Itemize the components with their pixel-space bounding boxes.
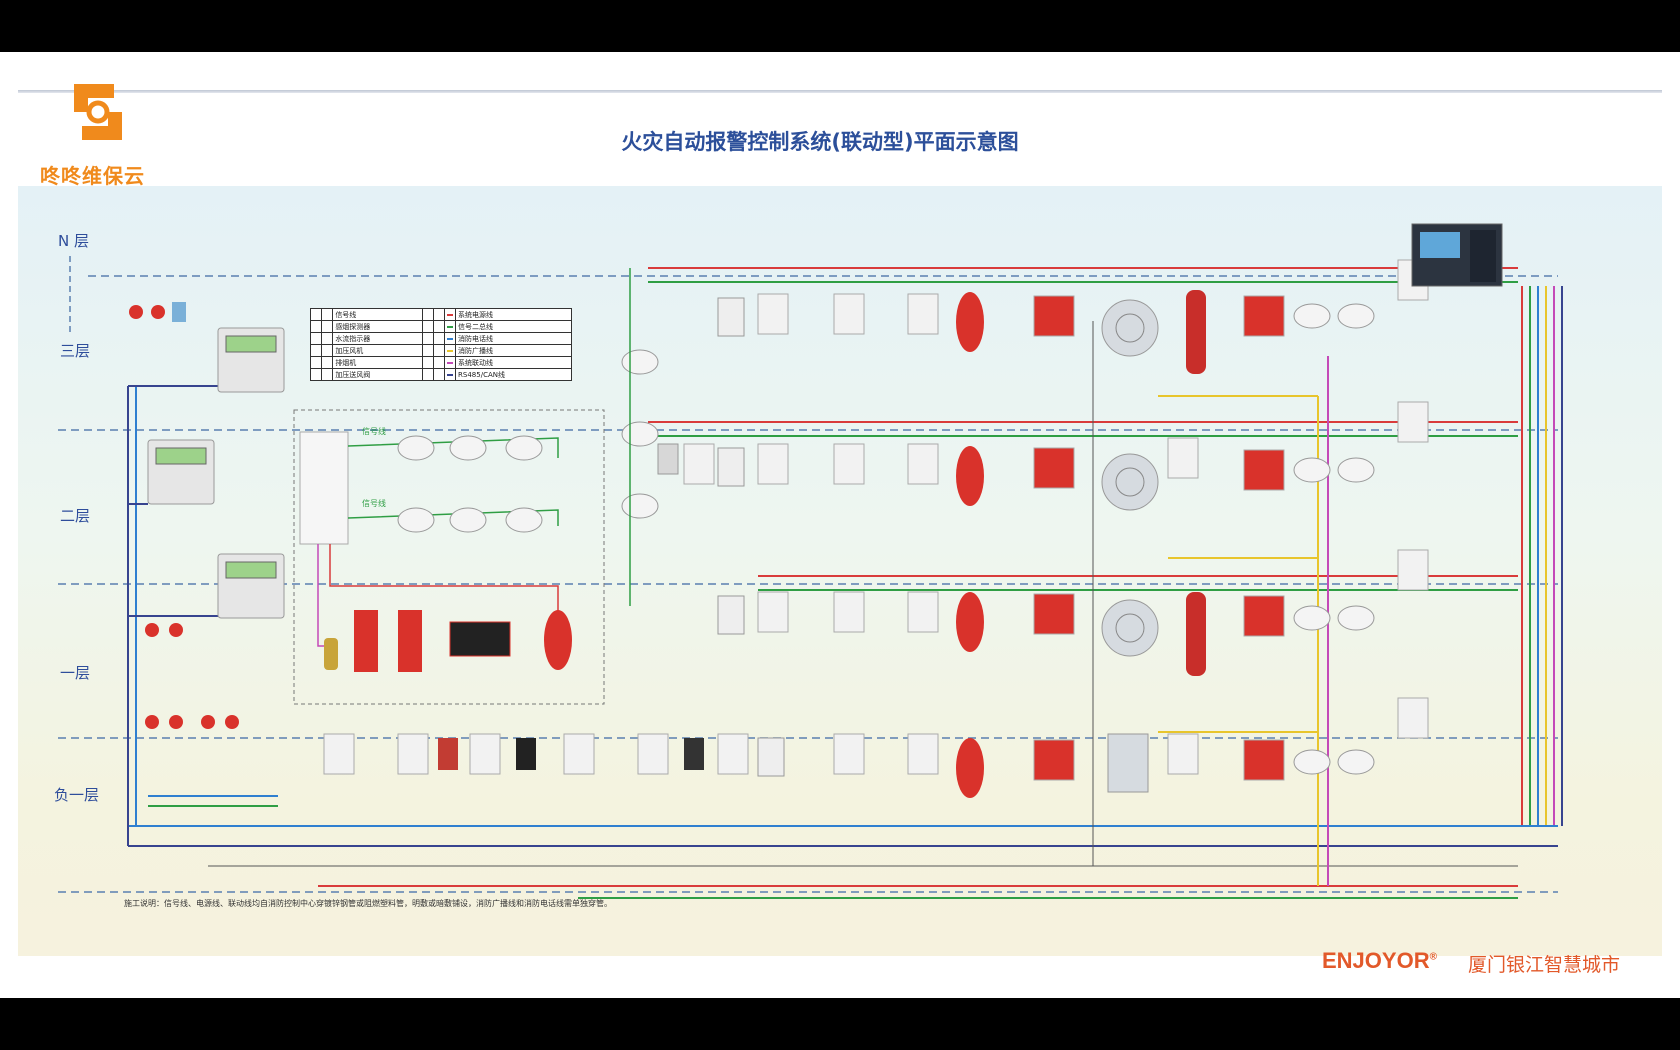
legend-cell: 加压风机 xyxy=(332,344,423,357)
legend-cell: 信号线 xyxy=(332,308,423,321)
legend-line-swatch xyxy=(443,332,457,345)
fire-control-host xyxy=(1411,223,1503,287)
legend-line-swatch xyxy=(443,356,457,369)
legend-cell xyxy=(421,344,434,357)
legend-cell xyxy=(421,320,434,333)
floor-device-row-1 xyxy=(717,549,1429,676)
legend-cell xyxy=(432,320,445,333)
floor-device-row-3 xyxy=(717,259,1429,374)
zone-devices xyxy=(324,610,572,672)
page-title: 火灾自动报警控制系统(联动型)平面示意图 xyxy=(621,130,1019,154)
legend-cell: 排烟机 xyxy=(332,356,423,369)
construction-note: 施工说明：信号线、电源线、联动线均自消防控制中心穿镀锌钢管或阻燃塑料管，明敷或暗… xyxy=(124,899,612,908)
floor-label-1: 一层 xyxy=(60,664,90,682)
legend-cell: 水流指示器 xyxy=(332,332,423,345)
floor-separators xyxy=(58,275,1558,893)
legend-cell xyxy=(321,332,334,345)
legend-cell: 信号二总线 xyxy=(455,320,572,333)
gas-control-panel xyxy=(299,431,349,545)
legend-table: 信号线 系统电源线 感烟探测器 信号二总线 水流指示器 消防电话线 加压风机 消防广播线… xyxy=(309,308,572,381)
legend-cell xyxy=(432,308,445,321)
legend-cell xyxy=(432,356,445,369)
floor-label-2: 二层 xyxy=(60,507,90,525)
legend-cell xyxy=(321,320,334,333)
vertical-risers xyxy=(1521,286,1563,826)
logo-text: 咚咚维保云 xyxy=(40,164,145,188)
legend-row: 加压送风阀 RS485/CAN线 xyxy=(309,368,572,381)
legend-row: 加压风机 消防广播线 xyxy=(309,344,572,357)
legend-row: 感烟探测器 信号二总线 xyxy=(309,320,572,333)
legend-row: 水流指示器 消防电话线 xyxy=(309,332,572,345)
zone-smoke-detectors xyxy=(397,435,543,533)
legend-cell xyxy=(421,368,434,381)
gas-zone-box xyxy=(293,409,605,705)
signal-label-top: 信号线 xyxy=(362,426,386,436)
chain-smoke-detectors xyxy=(621,349,659,519)
legend-line-swatch xyxy=(443,320,457,333)
legend-line-swatch xyxy=(443,368,457,381)
logo-icon xyxy=(74,84,122,140)
legend-cell: RS485/CAN线 xyxy=(455,368,572,381)
footer-company: 厦门银江智慧城市 xyxy=(1468,954,1621,976)
legend-cell xyxy=(432,368,445,381)
repeater-panels xyxy=(147,327,285,619)
legend-cell: 消防电话线 xyxy=(455,332,572,345)
floor-label-3: 三层 xyxy=(60,342,90,360)
legend-cell xyxy=(321,308,334,321)
legend-cell xyxy=(309,344,323,357)
floor-device-row-2 xyxy=(657,401,1429,511)
legend-cell: 消防广播线 xyxy=(455,344,572,357)
legend-cell xyxy=(432,332,445,345)
legend-row: 排烟机 系统联动线 xyxy=(309,356,572,369)
legend-cell: 系统电源线 xyxy=(455,308,572,321)
signal-label-bottom: 信号线 xyxy=(362,498,386,508)
footer-registered-mark: ® xyxy=(1429,951,1437,963)
legend-cell: 加压送风阀 xyxy=(332,368,423,381)
legend-cell xyxy=(421,332,434,345)
footer-brand-name: ENJOYOR xyxy=(1322,948,1430,973)
footer-brand: ENJOYOR® xyxy=(1322,948,1437,974)
zone-power-line xyxy=(329,544,559,616)
legend-cell xyxy=(309,356,323,369)
legend-cell xyxy=(309,308,323,321)
legend-cell xyxy=(309,332,323,345)
left-devices xyxy=(129,302,239,729)
legend-cell xyxy=(421,356,434,369)
legend-cell xyxy=(309,368,323,381)
legend-cell xyxy=(321,368,334,381)
legend-line-swatch xyxy=(443,308,457,321)
legend-cell xyxy=(309,320,323,333)
legend-cell xyxy=(321,344,334,357)
legend-cell: 感烟探测器 xyxy=(332,320,423,333)
legend-line-swatch xyxy=(443,344,457,357)
header-rule xyxy=(18,90,1662,93)
zone-linkage-line xyxy=(317,544,338,647)
floor-device-row-b1 xyxy=(323,697,1429,798)
legend-cell xyxy=(321,356,334,369)
left-riser xyxy=(127,385,278,846)
floor-label-n: N 层 xyxy=(58,232,89,250)
legend-cell xyxy=(421,308,434,321)
legend-cell: 系统联动线 xyxy=(455,356,572,369)
legend-row: 信号线 系统电源线 xyxy=(309,308,572,321)
system-diagram: N 层 三层 二层 一层 负一层 xyxy=(54,223,1563,899)
brand-logo: 咚咚维保云 xyxy=(40,76,160,188)
floor-label-b1: 负一层 xyxy=(54,786,99,804)
legend-cell xyxy=(432,344,445,357)
